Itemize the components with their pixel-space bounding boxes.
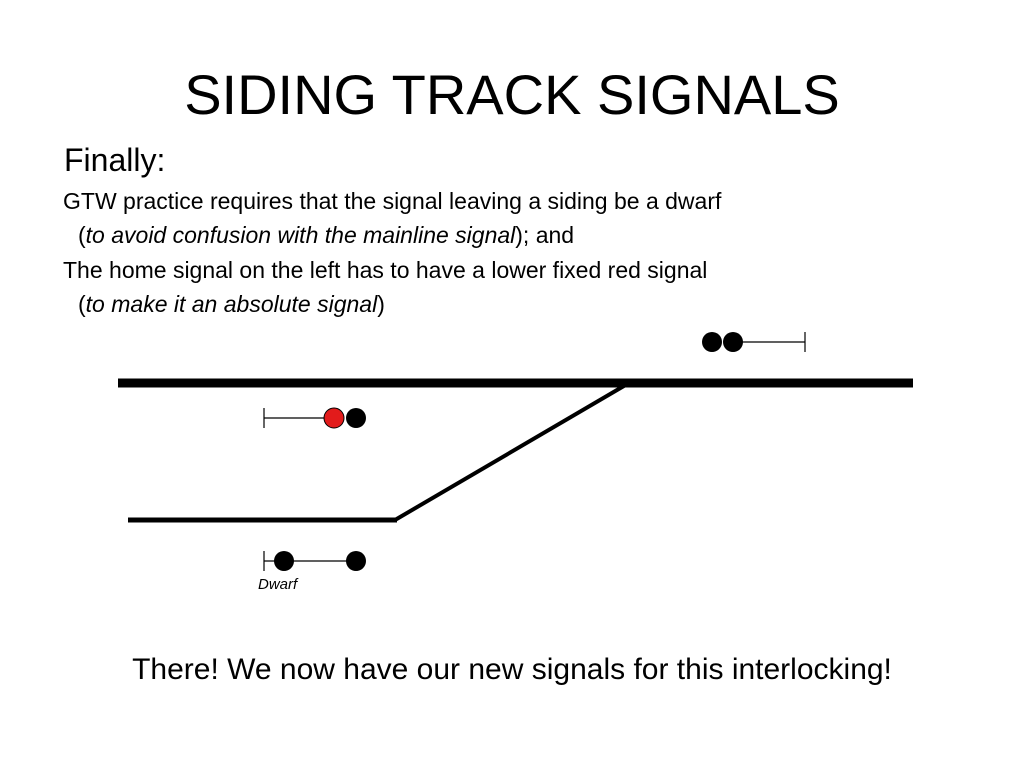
section-heading: Finally: [64,142,166,178]
signal-head [346,408,366,428]
home-signal-left [263,407,366,429]
mainline-signal-right [702,332,806,352]
italic-note-2: to make it an absolute signal [85,291,378,317]
signal-head-lower [723,332,743,352]
paren-close: ); and [515,222,575,248]
crossover-track [393,381,631,522]
dwarf-label: Dwarf [258,576,299,593]
body-line-3: The home signal on the left has to have … [63,257,708,283]
fixed-red-signal [323,407,345,429]
body-line-2: (to avoid confusion with the mainline si… [78,220,574,250]
body-line-4: (to make it an absolute signal) [78,289,385,319]
dwarf-signal: Dwarf [258,551,366,593]
paren-close: ) [377,291,385,317]
paren-open: ( [78,222,86,248]
closing-statement: There! We now have our new signals for t… [132,653,892,686]
italic-note-1: to avoid confusion with the mainline sig… [85,222,516,248]
signal-head-upper [702,332,722,352]
slide-title: SIDING TRACK SIGNALS [184,63,840,126]
dwarf-head-right [346,551,366,571]
dwarf-head-left [274,551,294,571]
body-line-1: GTW practice requires that the signal le… [63,188,722,214]
paren-open: ( [78,291,86,317]
